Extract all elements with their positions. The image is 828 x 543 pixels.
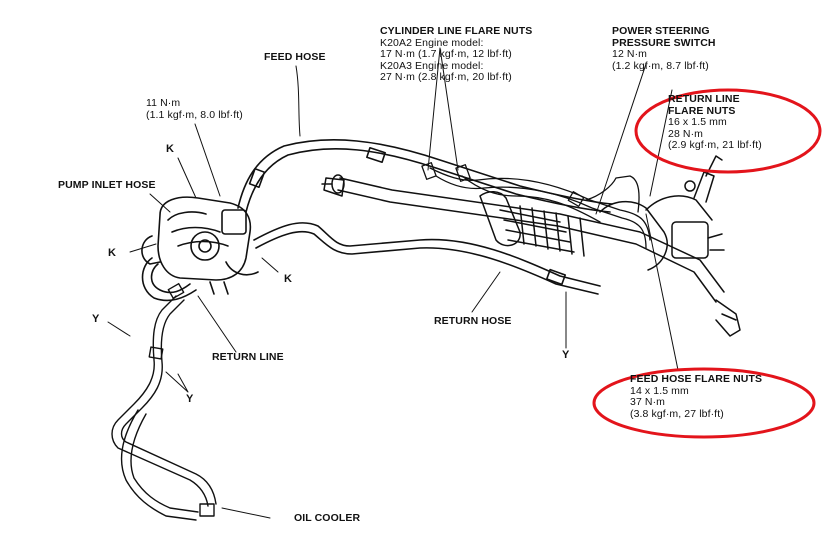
clamp-label-y-right: Y: [562, 349, 570, 361]
return-line: [111, 282, 217, 521]
pump-inlet-hose-label: PUMP INLET HOSE: [58, 179, 156, 191]
return-hose: [253, 222, 601, 295]
cylinder-lines: [421, 162, 651, 249]
oil-cooler-label: OIL COOLER: [294, 512, 361, 524]
steering-rack: [321, 155, 741, 337]
clamp-label-y-upper: Y: [92, 313, 100, 325]
return-line-flare-torque-alt: (2.9 kgf·m, 21 lbf·ft): [668, 139, 762, 151]
leader-lines: [107, 47, 679, 519]
feed-hose-flare-torque: 37 N·m: [630, 396, 666, 408]
cylinder-line-k20a2: K20A2 Engine model:: [380, 36, 484, 49]
feed-hose-flare-size: 14 x 1.5 mm: [630, 384, 689, 397]
clamp-label-k-top: K: [166, 143, 175, 155]
pressure-switch-line-1: POWER STEERING: [612, 25, 710, 37]
clamp-label-k-left: K: [108, 247, 117, 259]
feed-hose-flare-title: FEED HOSE FLARE NUTS: [630, 373, 763, 385]
clamp-label-k-right: K: [284, 273, 293, 285]
feed-hose-flare-nuts-label: FEED HOSE FLARE NUTS 14 x 1.5 mm 37 N·m …: [630, 373, 763, 420]
pump-bolt-torque-line-2: (1.1 kgf·m, 8.0 lbf·ft): [146, 108, 243, 121]
cylinder-line-k20a3: K20A3 Engine model:: [380, 59, 484, 72]
pump-assembly: [141, 196, 259, 295]
pump-bolt-torque-label: 11 N·m (1.1 kgf·m, 8.0 lbf·ft): [146, 97, 243, 121]
pressure-switch-torque-alt: (1.2 kgf·m, 8.7 lbf·ft): [612, 59, 709, 72]
return-line-flare-highlight: [634, 88, 822, 174]
feed-hose-flare-highlight: [592, 367, 816, 439]
pump-bolt-torque-line-1: 11 N·m: [146, 97, 181, 109]
cylinder-line-k20a3-torque: 27 N·m (2.8 kgf·m, 20 lbf·ft): [380, 71, 512, 83]
return-hose-label: RETURN HOSE: [434, 315, 512, 327]
cylinder-line-k20a2-torque: 17 N·m (1.7 kgf·m, 12 lbf·ft): [380, 48, 512, 60]
pressure-switch-line-2: PRESSURE SWITCH: [612, 36, 716, 49]
pressure-switch-torque: 12 N·m: [612, 48, 648, 60]
return-line-flare-line-1: RETURN LINE: [668, 93, 740, 105]
feed-hose-label: FEED HOSE: [264, 51, 326, 63]
return-line-flare-nuts-label: RETURN LINE FLARE NUTS 16 x 1.5 mm 28 N·…: [668, 93, 762, 152]
feed-hose-flare-torque-alt: (3.8 kgf·m, 27 lbf·ft): [630, 407, 724, 420]
return-line-label: RETURN LINE: [212, 351, 284, 363]
cylinder-line-flare-nuts-label: CYLINDER LINE FLARE NUTS K20A2 Engine mo…: [380, 25, 533, 84]
pressure-switch-label: POWER STEERING PRESSURE SWITCH 12 N·m (1…: [612, 25, 716, 72]
return-line-flare-line-2: FLARE NUTS: [668, 104, 736, 117]
return-line-flare-size: 16 x 1.5 mm: [668, 116, 727, 128]
cylinder-line-title: CYLINDER LINE FLARE NUTS: [380, 25, 533, 37]
clamp-label-y-lower: Y: [186, 393, 194, 405]
return-line-flare-torque: 28 N·m: [668, 127, 704, 140]
